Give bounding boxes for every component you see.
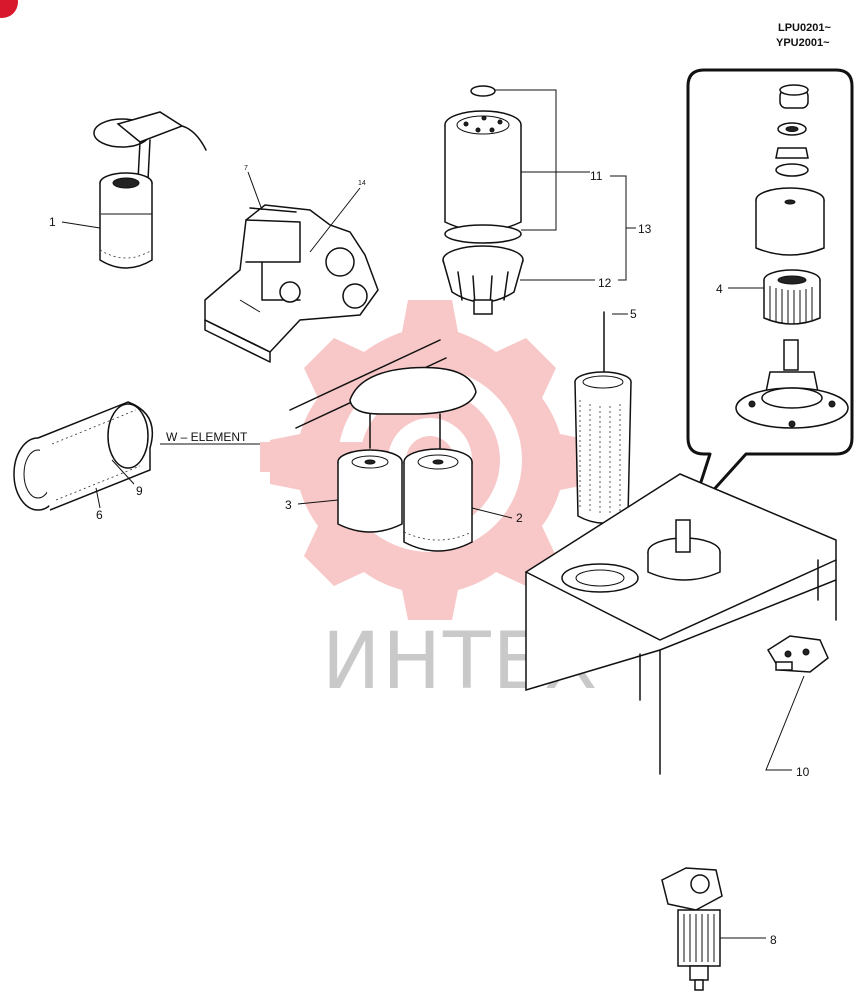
callout-4: 4: [716, 282, 723, 296]
part-7-14-filter-housing: [204, 204, 379, 363]
part-8-water-separator: [661, 867, 723, 991]
callout-11: 11: [590, 169, 603, 183]
callout-8: 8: [770, 933, 777, 947]
callout-14: 14: [358, 180, 366, 187]
callout-2: 2: [516, 511, 523, 525]
serial-range-1: LPU0201~: [778, 22, 831, 34]
callout-6: 6: [96, 508, 103, 522]
inset-detail-box: [686, 68, 854, 518]
part-1-fuel-filter: [93, 111, 207, 269]
corner-badge: [0, 0, 18, 18]
callout-12: 12: [598, 276, 612, 290]
callout-9: 9: [136, 484, 143, 498]
w-element-label: W – ELEMENT: [166, 430, 248, 444]
callout-7: 7: [244, 165, 248, 172]
engine-block-part-2-3: [289, 339, 477, 552]
callout-5: 5: [630, 307, 637, 321]
callout-3: 3: [285, 498, 292, 512]
callout-13: 13: [638, 222, 652, 236]
callout-1: 1: [49, 215, 56, 229]
serial-range-2: YPU2001~: [776, 37, 830, 49]
part-6-9-w-element: [13, 401, 154, 511]
part-11-13-filter-assembly: [442, 85, 524, 315]
callout-10: 10: [796, 765, 810, 779]
part-10-valve: [766, 635, 829, 673]
part-5-tank-strainer: [525, 311, 837, 775]
